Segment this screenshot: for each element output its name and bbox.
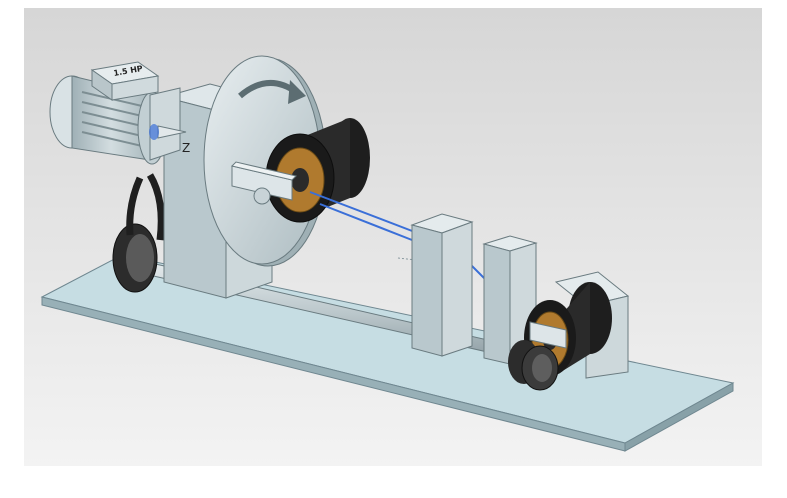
main-spool: [265, 118, 370, 223]
end-pulley: [508, 340, 559, 391]
guide-block-2: [482, 235, 538, 365]
axis-label-z: Z: [182, 141, 190, 155]
rotation-arrow-icon: [288, 80, 306, 104]
spool-bracket: [231, 161, 297, 205]
receiving-bracket: [529, 321, 567, 349]
base-plate: [40, 254, 735, 452]
guide-block-1: [410, 213, 474, 357]
belt-pulley: [112, 173, 165, 293]
electric-motor: 1.5 HP: [49, 61, 187, 165]
